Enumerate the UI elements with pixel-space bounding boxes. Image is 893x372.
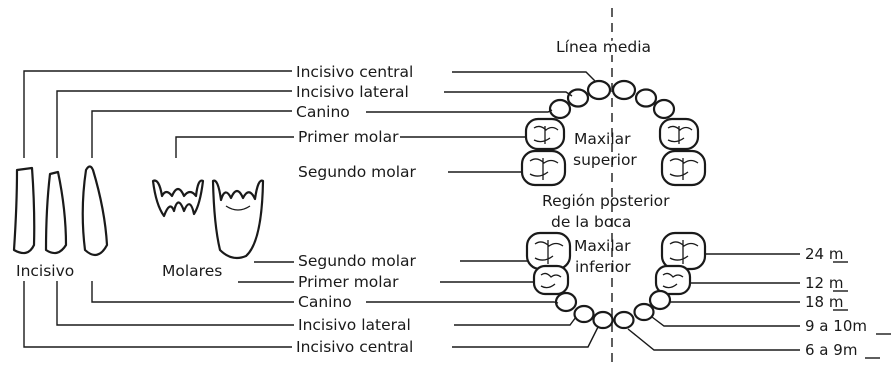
upper-canine-right xyxy=(652,98,676,120)
upper-label-primer-molar: Primer molar xyxy=(298,128,399,146)
lower-central-incisor-left xyxy=(592,310,614,330)
second-molar-tooth xyxy=(211,179,265,260)
lower-left-leader-lines xyxy=(23,261,294,348)
eruption-age-canino: 18 m xyxy=(805,293,843,311)
upper-label-incisivo-lateral: Incisivo lateral xyxy=(296,83,409,101)
lower-lateral-incisor-right xyxy=(633,302,655,322)
upper-left-leader-lines xyxy=(23,70,294,158)
midline-label: Línea media xyxy=(556,38,651,56)
lower-central-incisor-right xyxy=(613,310,635,330)
lower-label-incisivo-central: Incisivo central xyxy=(296,338,413,356)
lower-arch xyxy=(525,231,707,330)
eruption-age-incisivo-lateral: 9 a 10m xyxy=(805,317,867,335)
maxilar-inferior-line1: Maxilar xyxy=(574,237,631,255)
lateral-incisor-tooth xyxy=(44,170,68,255)
lower-canine-left xyxy=(554,291,578,313)
molares-label: Molares xyxy=(162,262,222,280)
eruption-age-segundo-molar: 24 m xyxy=(805,245,843,263)
first-molar-tooth xyxy=(151,179,205,218)
upper-lateral-incisor-right xyxy=(634,88,658,108)
upper-label-canino: Canino xyxy=(296,103,350,121)
molar-teeth-illustration xyxy=(151,179,265,260)
upper-label-incisivo-central: Incisivo central xyxy=(296,63,413,81)
upper-arch xyxy=(520,79,707,187)
lower-label-segundo-molar: Segundo molar xyxy=(298,252,416,270)
upper-central-incisor-left xyxy=(586,79,612,101)
upper-leader-lines xyxy=(366,71,597,173)
eruption-age-primer-molar: 12 m xyxy=(805,274,843,292)
lower-leader-lines xyxy=(366,260,599,348)
upper-canine-left xyxy=(548,98,572,120)
maxilar-superior-line2: superior xyxy=(573,151,637,169)
central-incisor-tooth xyxy=(12,166,36,255)
eruption-leader-lines xyxy=(627,253,800,351)
maxilar-superior-line1: Maxilar xyxy=(574,130,631,148)
upper-label-segundo-molar: Segundo molar xyxy=(298,163,416,181)
canine-tooth xyxy=(81,165,109,257)
incisivo-label: Incisivo xyxy=(16,262,74,280)
lower-first-molar-right xyxy=(654,264,692,296)
region-posterior-line1: Región posterior xyxy=(542,192,670,210)
lower-first-molar-left xyxy=(532,264,570,296)
eruption-age-incisivo-central: 6 a 9m xyxy=(805,341,857,359)
maxilar-inferior-line2: inferior xyxy=(575,258,631,276)
lower-label-canino: Canino xyxy=(298,293,352,311)
region-posterior-line2: de la boca xyxy=(551,213,631,231)
incisor-teeth-illustration xyxy=(12,165,109,257)
lower-label-primer-molar: Primer molar xyxy=(298,273,399,291)
upper-central-incisor-right xyxy=(611,79,637,101)
upper-lateral-incisor-left xyxy=(566,88,590,108)
lower-label-incisivo-lateral: Incisivo lateral xyxy=(298,316,411,334)
lower-lateral-incisor-left xyxy=(573,304,595,324)
month-underlines xyxy=(833,261,891,359)
lower-canine-right xyxy=(648,289,672,311)
